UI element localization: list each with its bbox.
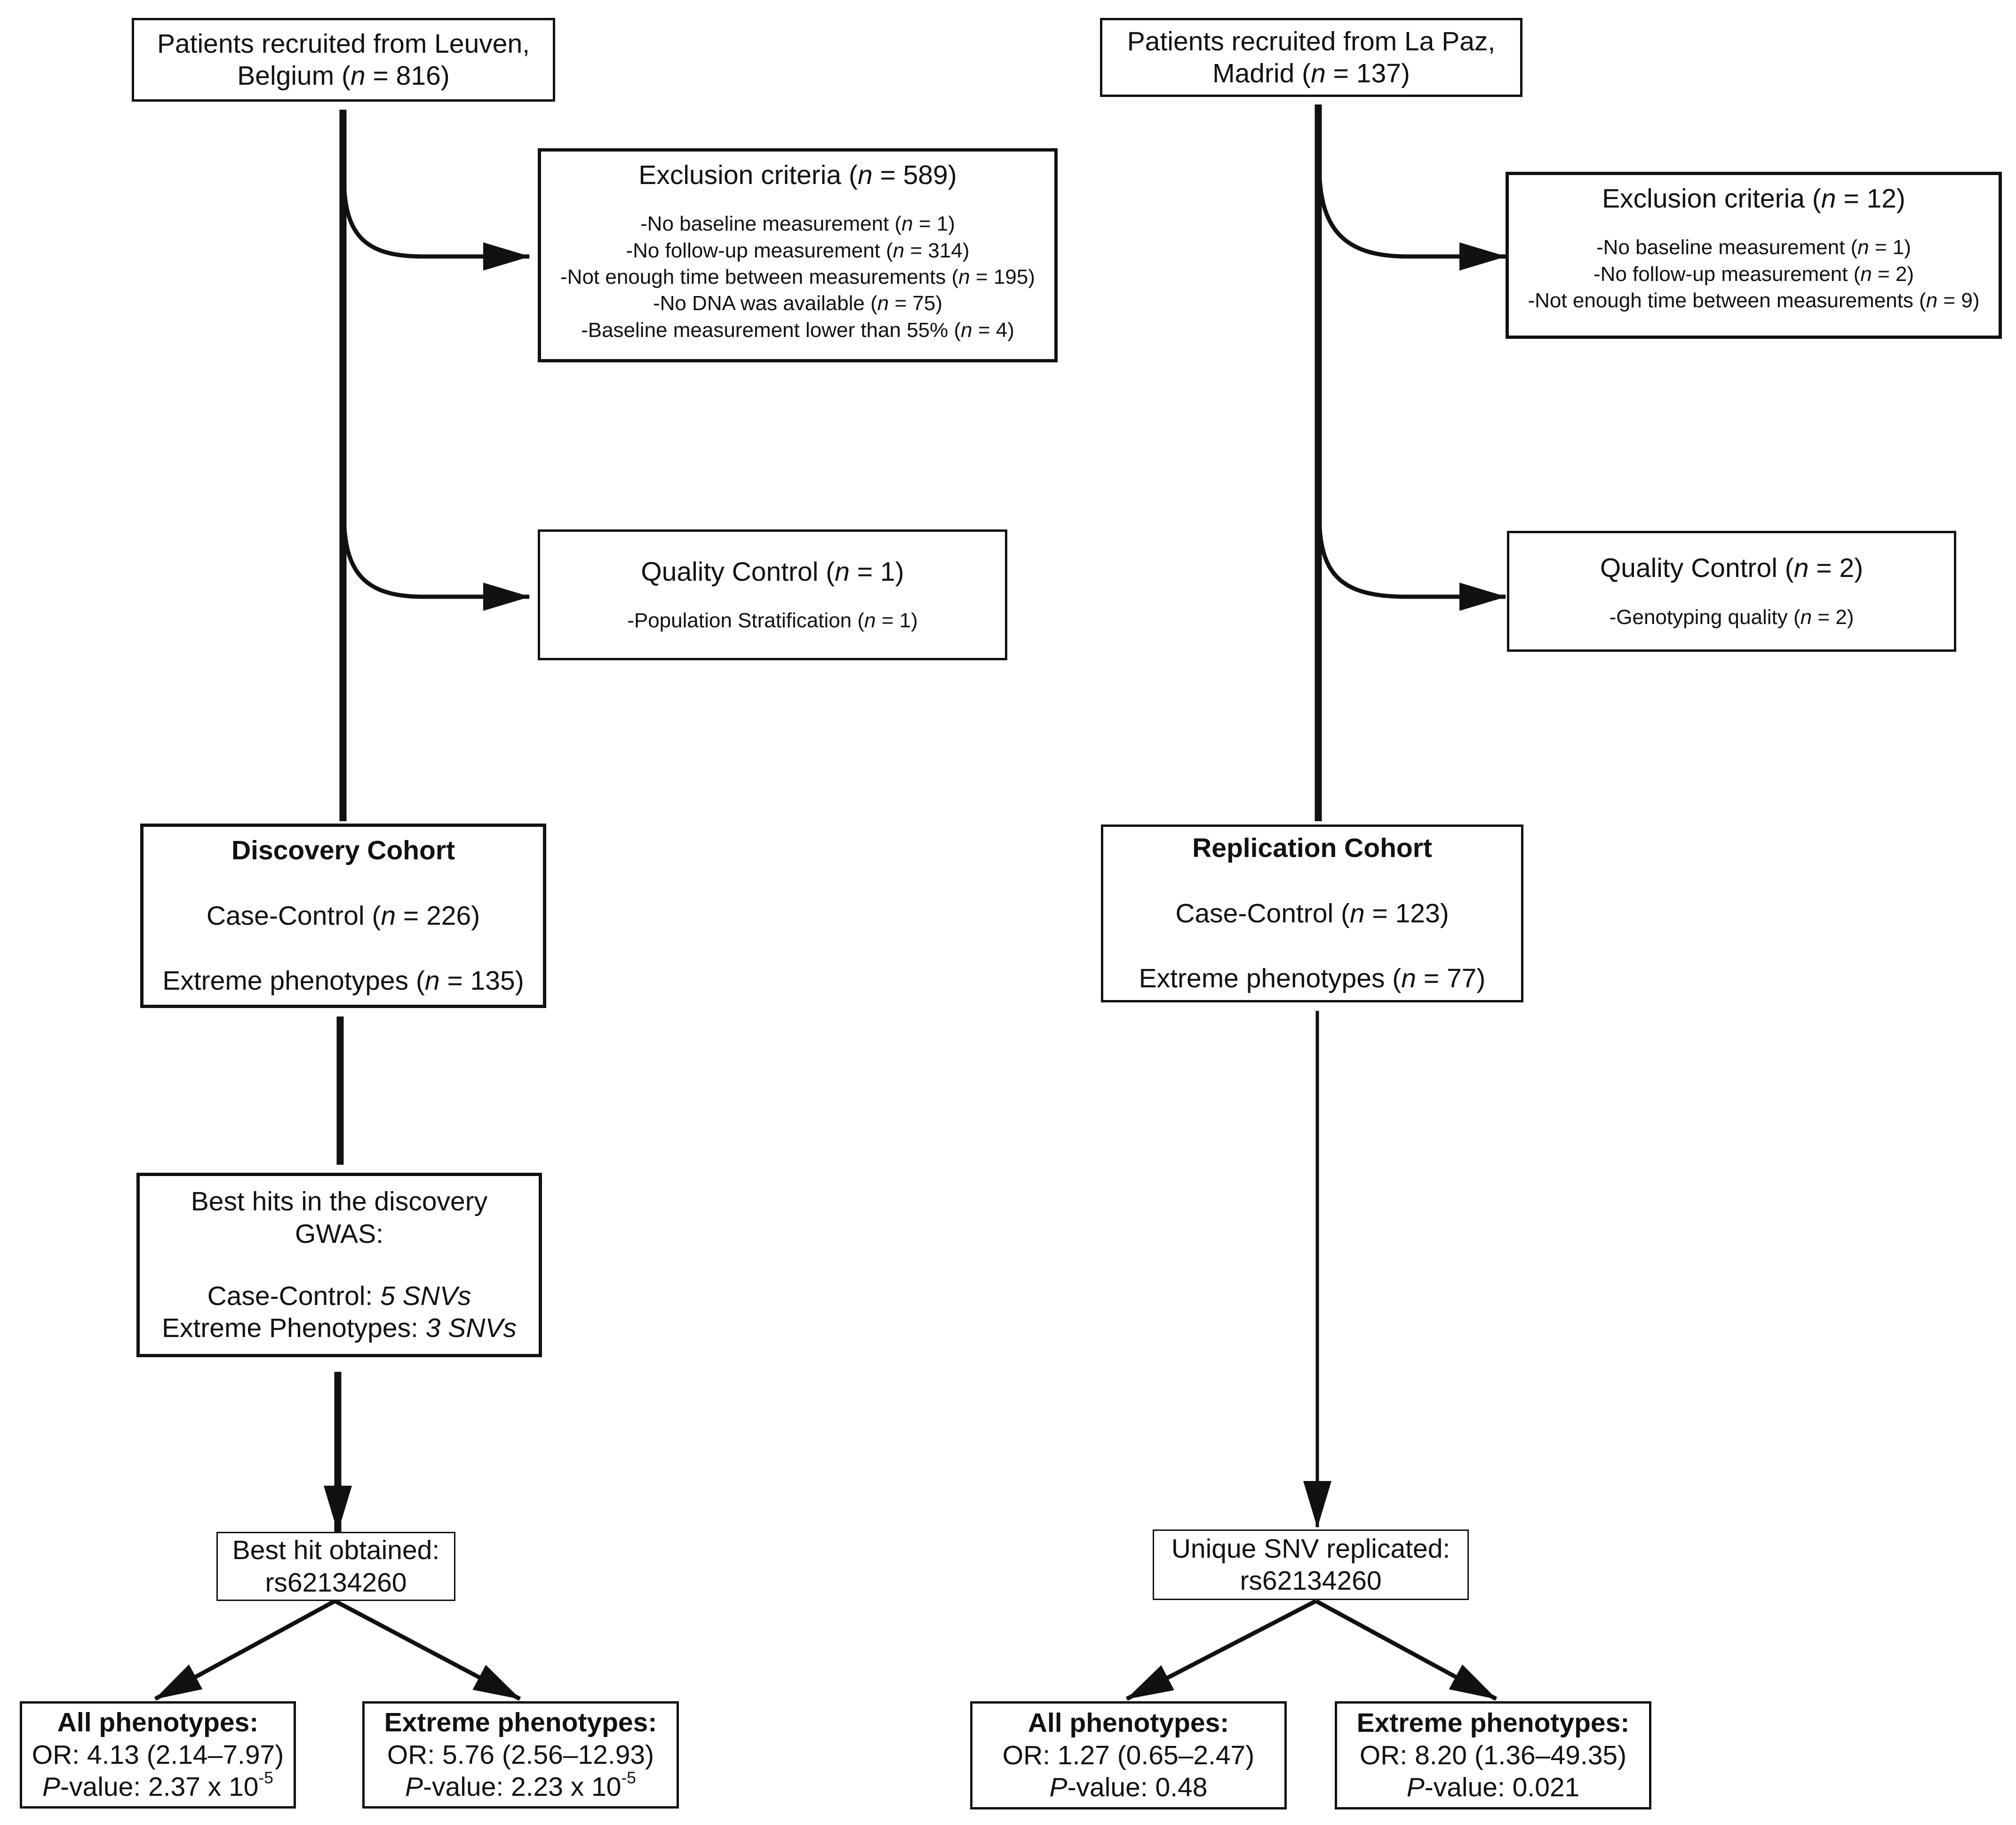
right-connectors	[1125, 104, 1506, 1701]
left-quality-box: Quality Control (n = 1) -Population Stra…	[538, 529, 1007, 660]
replication-cohort-box: Replication Cohort Case-Control (n = 123…	[1101, 824, 1523, 1002]
right-all-pvalue: P-value: 0.48	[1049, 1772, 1208, 1803]
right-all-title: All phenotypes:	[1028, 1708, 1229, 1738]
right-source-box: Patients recruited from La Paz, Madrid (…	[1100, 18, 1522, 97]
discovery-case-control: Case-Control (n = 226)	[206, 900, 480, 931]
left-all-title: All phenotypes:	[57, 1707, 259, 1738]
right-source-line2: Madrid (n = 137)	[1212, 58, 1410, 88]
right-quality-box: Quality Control (n = 2) -Genotyping qual…	[1507, 531, 1956, 652]
right-result-to-all-arrow	[1125, 1599, 1317, 1701]
left-exclusion-item: -No baseline measurement (n = 1)	[640, 212, 955, 236]
right-exclusion-box: Exclusion criteria (n = 12) -No baseline…	[1506, 172, 2002, 339]
left-extreme-phenotypes-box: Extreme phenotypes: OR: 5.76 (2.56–12.93…	[362, 1701, 679, 1809]
best-hits-box: Best hits in the discovery GWAS: Case-Co…	[136, 1173, 542, 1357]
left-result-to-extreme-arrow	[334, 1599, 521, 1701]
left-result-snv: rs62134260	[265, 1567, 407, 1598]
right-exclusion-list: -No baseline measurement (n = 1) -No fol…	[1528, 234, 1980, 314]
left-all-or: OR: 4.13 (2.14–7.97)	[32, 1739, 284, 1770]
left-exclusion-list: -No baseline measurement (n = 1) -No fol…	[560, 211, 1035, 344]
right-quality-arrow	[1317, 513, 1506, 611]
replication-cohort-title: Replication Cohort	[1192, 833, 1432, 864]
right-quality-title: Quality Control (n = 2)	[1600, 553, 1864, 584]
discovery-extreme-phenotypes: Extreme phenotypes (n = 135)	[162, 966, 524, 996]
left-source-line1: Patients recruited from Leuven,	[157, 28, 530, 59]
right-exclusion-item: -No follow-up measurement (n = 2)	[1593, 262, 1914, 286]
left-extreme-title: Extreme phenotypes:	[384, 1707, 657, 1738]
right-source-line1: Patients recruited from La Paz,	[1127, 26, 1496, 56]
right-extreme-title: Extreme phenotypes:	[1356, 1708, 1630, 1738]
right-exclusion-item: -No baseline measurement (n = 1)	[1596, 236, 1911, 259]
replication-extreme-phenotypes: Extreme phenotypes (n = 77)	[1139, 963, 1486, 994]
left-exclusion-box: Exclusion criteria (n = 589) -No baselin…	[538, 148, 1058, 362]
left-extreme-or: OR: 5.76 (2.56–12.93)	[387, 1739, 654, 1770]
right-extreme-phenotypes-box: Extreme phenotypes: OR: 8.20 (1.36–49.35…	[1335, 1701, 1651, 1809]
left-exclusion-item: -Not enough time between measurements (n…	[560, 265, 1035, 289]
discovery-cohort-title: Discovery Cohort	[231, 835, 455, 866]
left-exclusion-arrow	[342, 176, 530, 271]
right-result-to-extreme-arrow	[1315, 1599, 1498, 1701]
right-result-box: Unique SNV replicated: rs62134260	[1153, 1529, 1469, 1600]
left-exclusion-item: -Baseline measurement lower than 55% (n …	[581, 318, 1014, 342]
best-hits-case-control: Case-Control: 5 SNVs	[207, 1281, 471, 1311]
left-exclusion-title: Exclusion criteria (n = 589)	[638, 160, 957, 190]
replication-case-control: Case-Control (n = 123)	[1175, 898, 1449, 929]
right-all-phenotypes-box: All phenotypes: OR: 1.27 (0.65–2.47) P-v…	[970, 1701, 1287, 1809]
left-source-box: Patients recruited from Leuven, Belgium …	[132, 18, 555, 102]
right-exclusion-item: -Not enough time between measurements (n…	[1528, 289, 1980, 312]
left-all-phenotypes-box: All phenotypes: OR: 4.13 (2.14–7.97) P-v…	[20, 1701, 296, 1809]
right-extreme-pvalue: P-value: 0.021	[1406, 1772, 1580, 1803]
left-quality-title: Quality Control (n = 1)	[641, 556, 904, 587]
right-result-snv: rs62134260	[1240, 1566, 1382, 1596]
left-exclusion-item: -No DNA was available (n = 75)	[653, 292, 943, 315]
right-all-or: OR: 1.27 (0.65–2.47)	[1002, 1740, 1255, 1770]
left-quality-item: -Population Stratification (n = 1)	[627, 609, 918, 632]
left-all-pvalue: P-value: 2.37 x 10-5	[42, 1769, 273, 1802]
right-extreme-or: OR: 8.20 (1.36–49.35)	[1359, 1740, 1627, 1770]
left-result-line1: Best hit obtained:	[232, 1535, 440, 1566]
left-connectors	[154, 110, 530, 1701]
discovery-cohort-box: Discovery Cohort Case-Control (n = 226) …	[140, 824, 546, 1008]
best-hits-line1: Best hits in the discovery	[191, 1186, 488, 1217]
left-result-to-all-arrow	[154, 1599, 336, 1701]
left-source-line2: Belgium (n = 816)	[237, 61, 450, 91]
left-quality-arrow	[342, 513, 530, 611]
left-extreme-pvalue: P-value: 2.23 x 10-5	[405, 1769, 636, 1802]
left-result-box: Best hit obtained: rs62134260	[216, 1532, 455, 1601]
right-quality-item: -Genotyping quality (n = 2)	[1609, 605, 1854, 629]
best-hits-line2: GWAS:	[295, 1218, 383, 1249]
right-exclusion-arrow	[1317, 164, 1506, 271]
right-result-line1: Unique SNV replicated:	[1171, 1533, 1450, 1564]
right-exclusion-title: Exclusion criteria (n = 12)	[1602, 184, 1905, 214]
left-exclusion-item: -No follow-up measurement (n = 314)	[626, 239, 970, 262]
best-hits-extreme: Extreme Phenotypes: 3 SNVs	[161, 1313, 517, 1344]
